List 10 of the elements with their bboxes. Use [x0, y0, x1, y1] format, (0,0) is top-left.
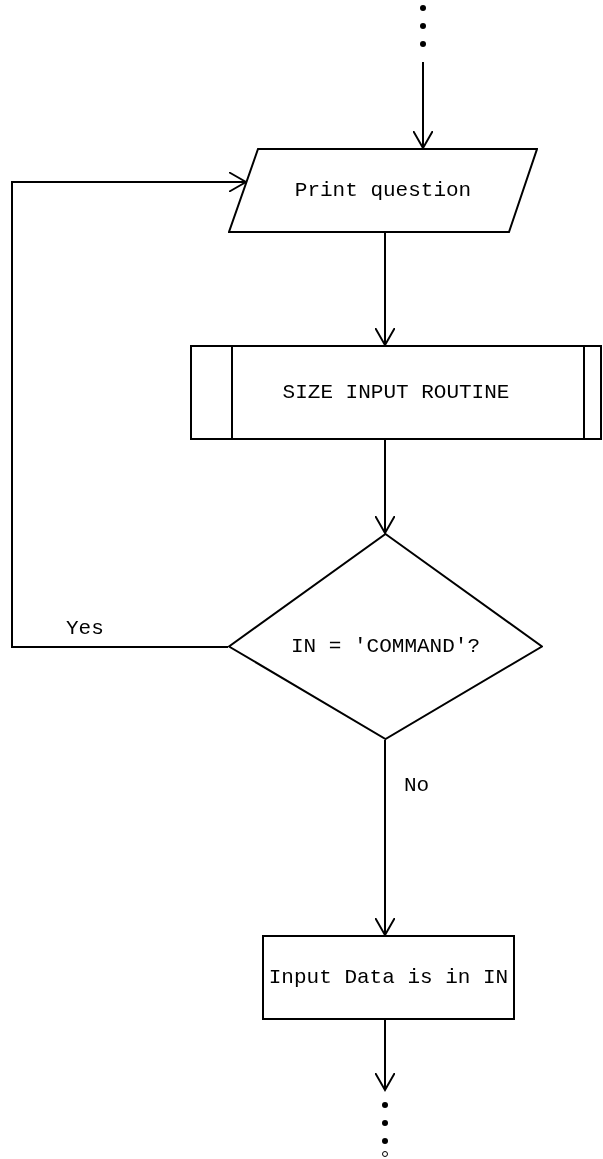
- arrow: [374, 1019, 396, 1091]
- arrow: [374, 739, 396, 936]
- arrow: [11, 171, 247, 648]
- node-label: SIZE INPUT ROUTINE: [282, 379, 510, 406]
- node-label: Input Data is in IN: [268, 964, 509, 991]
- node-label: Print question: [294, 177, 472, 204]
- arrow: [374, 232, 396, 346]
- arrow: [374, 439, 396, 534]
- arrow: [412, 61, 434, 149]
- node-label: IN = 'COMMAND'?: [291, 633, 480, 660]
